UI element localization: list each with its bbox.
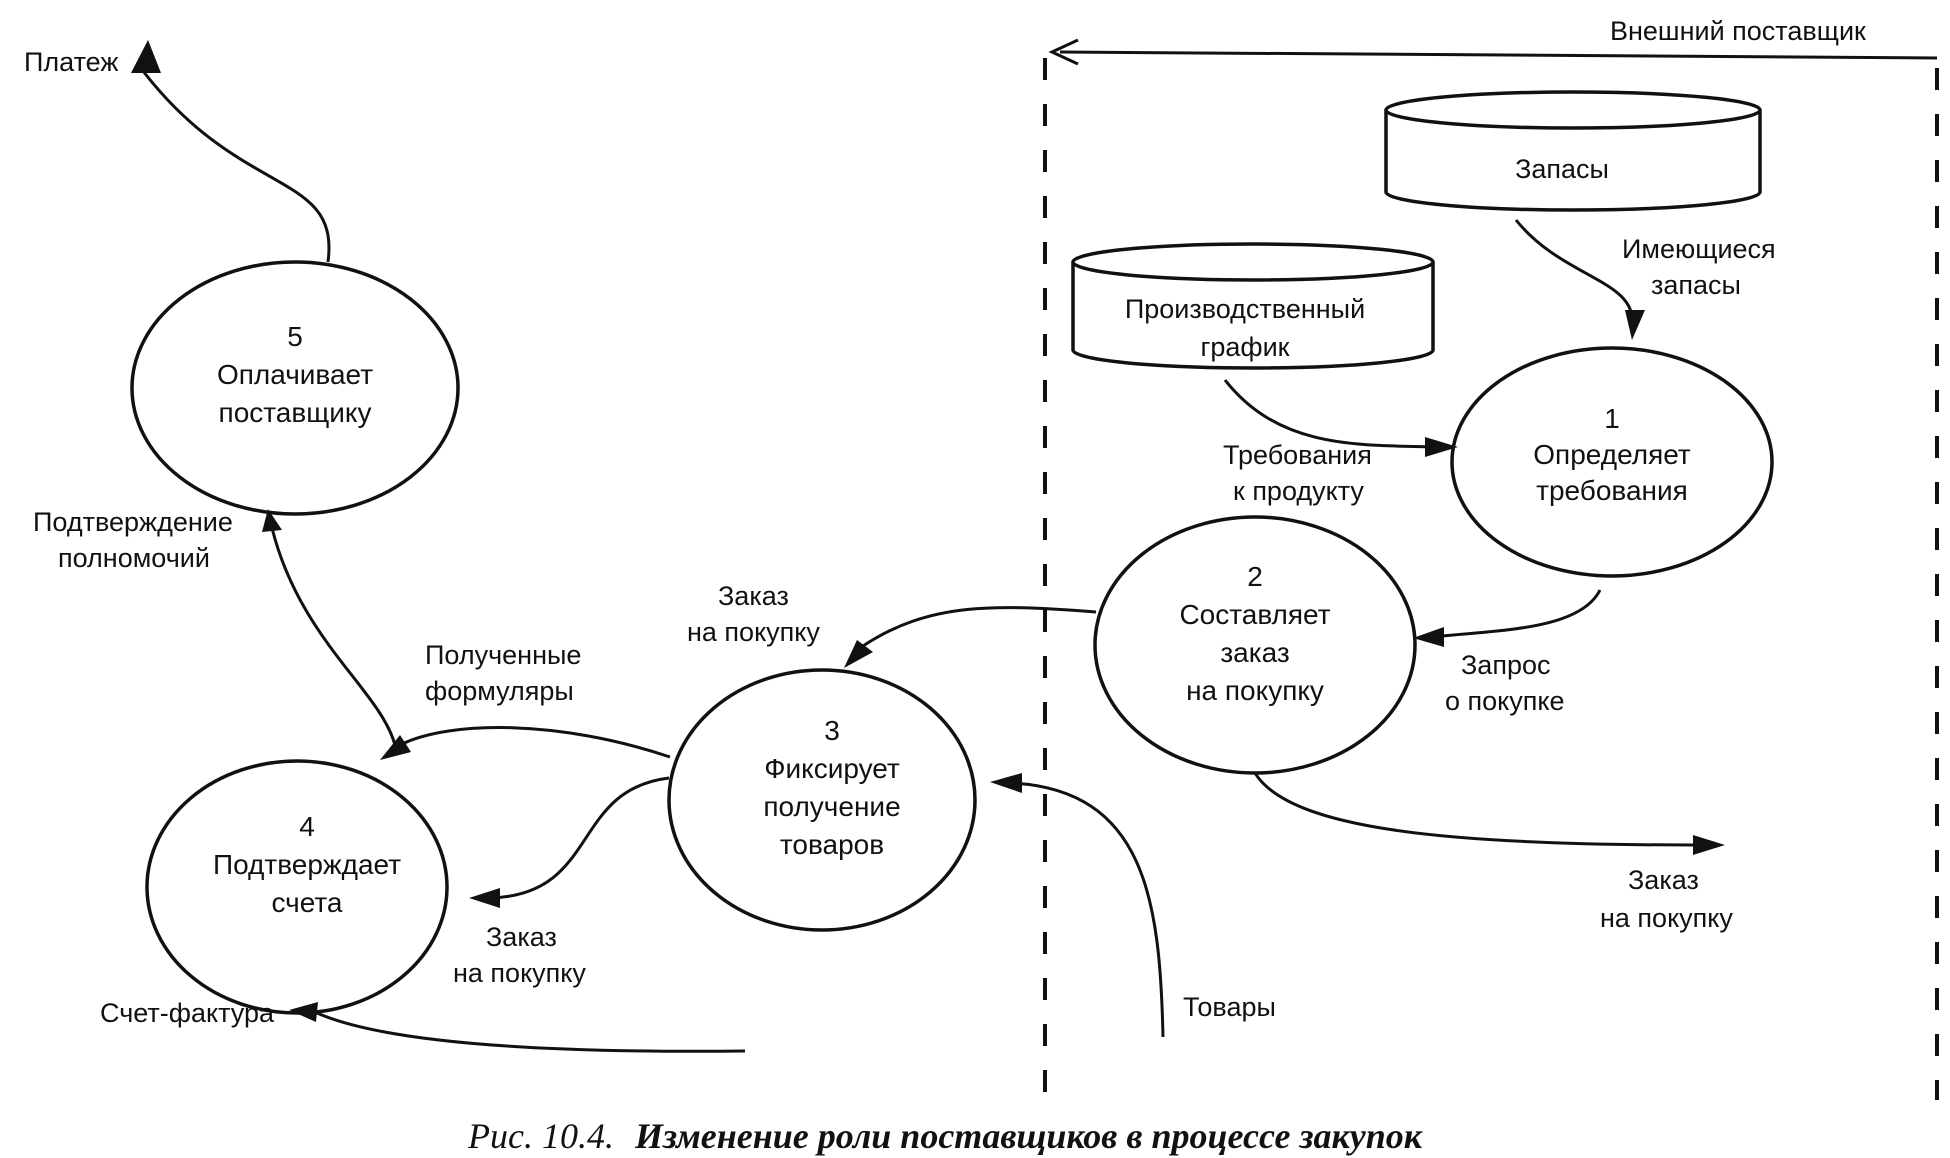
process-5-number: 5 bbox=[287, 321, 303, 352]
process-2-number: 2 bbox=[1247, 561, 1263, 592]
process-4: 4 Подтверждает счета bbox=[145, 759, 449, 1015]
caption-title: Изменение роли поставщиков в процессе за… bbox=[634, 1116, 1423, 1156]
authority-label-2: полномочий bbox=[58, 543, 210, 573]
arrowhead-product-requirements bbox=[1425, 437, 1458, 457]
order-to-3-label-2: на покупку bbox=[687, 617, 820, 647]
arrowhead-order-to-4 bbox=[469, 888, 500, 908]
arrowhead-purchase-request bbox=[1413, 627, 1444, 647]
available-stock-label-1: Имеющиеся bbox=[1622, 234, 1776, 264]
order-out-label-1: Заказ bbox=[1628, 865, 1699, 895]
payment-label: Платеж bbox=[24, 47, 118, 77]
arrowhead-order-to-3 bbox=[844, 640, 873, 668]
arrowhead-received-forms bbox=[380, 735, 411, 760]
invoice-label: Счет-фактура bbox=[100, 998, 275, 1028]
flow-order-out bbox=[1253, 772, 1696, 847]
process-1-line1: Определяет bbox=[1533, 439, 1691, 470]
flow-payment bbox=[138, 66, 331, 263]
inventory-store: Запасы bbox=[1384, 90, 1762, 212]
production-schedule-label-1: Производственный bbox=[1125, 294, 1365, 324]
arrowhead-order-out bbox=[1693, 835, 1725, 855]
process-3: 3 Фиксирует получение товаров bbox=[667, 668, 977, 932]
goods-label: Товары bbox=[1183, 992, 1276, 1022]
purchase-request-label-1: Запрос bbox=[1461, 650, 1550, 680]
flow-available-stock bbox=[1514, 219, 1634, 319]
order-to-3-label-1: Заказ bbox=[718, 581, 789, 611]
received-forms-label-2: формуляры bbox=[425, 676, 574, 706]
order-out-label-2: на покупку bbox=[1600, 903, 1733, 933]
process-1-line2: требования bbox=[1536, 475, 1688, 506]
caption-prefix: Рис. 10.4. bbox=[467, 1116, 614, 1156]
flow-received-forms bbox=[399, 726, 671, 759]
arrowhead-invoice bbox=[289, 1002, 318, 1022]
process-1-number: 1 bbox=[1604, 403, 1620, 434]
flow-invoice bbox=[316, 1011, 746, 1053]
product-requirements-label-1: Требования bbox=[1223, 440, 1372, 470]
process-5-line2: поставщику bbox=[219, 397, 372, 428]
process-1: 1 Определяет требования bbox=[1450, 346, 1774, 578]
arrowhead-payment bbox=[131, 40, 161, 73]
purchase-request-label-2: о покупке bbox=[1445, 686, 1565, 716]
arrowhead-available-stock bbox=[1625, 310, 1645, 340]
figure-caption: Рис. 10.4. Изменение роли поставщиков в … bbox=[467, 1116, 1423, 1156]
process-3-line2: получение bbox=[763, 791, 900, 822]
order-to-4-label-1: Заказ bbox=[486, 922, 557, 952]
flow-product-requirements bbox=[1223, 379, 1441, 449]
process-3-number: 3 bbox=[824, 715, 840, 746]
flow-purchase-request bbox=[1431, 589, 1602, 639]
process-5: 5 Оплачивает поставщику bbox=[130, 260, 460, 516]
process-2: 2 Составляет заказ на покупку bbox=[1093, 515, 1417, 775]
process-4-number: 4 bbox=[299, 811, 315, 842]
flow-goods bbox=[1011, 781, 1165, 1038]
process-3-line3: товаров bbox=[780, 829, 884, 860]
process-2-line1: Составляет bbox=[1179, 599, 1330, 630]
inventory-store-label: Запасы bbox=[1515, 154, 1609, 184]
production-schedule-label-2: график bbox=[1201, 332, 1290, 362]
process-3-line1: Фиксирует bbox=[764, 753, 900, 784]
product-requirements-label-2: к продукту bbox=[1233, 476, 1364, 506]
process-2-line2: заказ bbox=[1220, 637, 1289, 668]
flow-lines bbox=[138, 66, 1696, 1053]
arrowhead-goods bbox=[990, 773, 1022, 793]
available-stock-label-2: запасы bbox=[1651, 270, 1741, 300]
production-schedule-store: Производственный график bbox=[1071, 242, 1435, 370]
arrowhead-authority bbox=[262, 509, 282, 532]
flow-authority bbox=[270, 527, 397, 746]
authority-label-1: Подтверждение bbox=[33, 507, 233, 537]
external-supplier-label: Внешний поставщик bbox=[1610, 16, 1866, 46]
process-5-line1: Оплачивает bbox=[217, 359, 373, 390]
process-4-line1: Подтверждает bbox=[213, 849, 401, 880]
received-forms-label-1: Полученные bbox=[425, 640, 581, 670]
arrowheads bbox=[131, 40, 1725, 1022]
order-to-4-label-2: на покупку bbox=[453, 958, 586, 988]
external-supplier-boundary bbox=[1043, 38, 1939, 1100]
flow-order-to-4 bbox=[489, 776, 670, 900]
process-2-line3: на покупку bbox=[1186, 675, 1324, 706]
flow-order-to-3 bbox=[859, 606, 1097, 650]
process-4-line2: счета bbox=[272, 887, 343, 918]
